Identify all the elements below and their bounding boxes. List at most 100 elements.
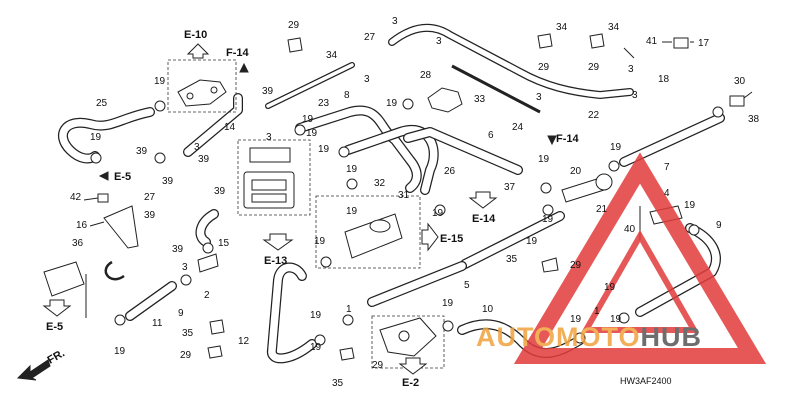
arrow-down-f14-right: [547, 135, 557, 146]
ref-e10: E-10: [184, 29, 207, 41]
part-label: 19: [114, 346, 126, 357]
part-label: 34: [556, 22, 568, 33]
part-label: 33: [474, 94, 486, 105]
part-label: 3: [266, 132, 272, 143]
part-label: 29: [180, 350, 192, 361]
part-label: 2: [204, 290, 210, 301]
part-label: 36: [72, 238, 84, 249]
ref-f14-top: F-14: [226, 47, 250, 59]
part-label: 8: [344, 90, 350, 101]
part-label: 9: [178, 308, 184, 319]
part-label: 39: [162, 176, 174, 187]
part-label: 19: [318, 144, 330, 155]
ref-e5-left: E-5: [114, 171, 131, 183]
part-label: 1: [346, 304, 352, 315]
part-label: 42: [70, 192, 82, 203]
part-labels: 29 3 27 34 3 3 34 34 41 17 29 29 3 18 30…: [70, 16, 760, 389]
part-label: 35: [506, 254, 518, 265]
part-label: 15: [218, 238, 230, 249]
part-label: 40: [624, 224, 636, 235]
part-label: 20: [570, 166, 582, 177]
part-label: 19: [346, 206, 358, 217]
part-label: 3: [392, 16, 398, 27]
arrow-down-e5: [42, 299, 72, 317]
part-label: 3: [628, 64, 634, 75]
part-label: 14: [224, 122, 236, 133]
part-label: 29: [570, 260, 582, 271]
bracket-16: [103, 205, 139, 249]
part-label: 19: [604, 282, 616, 293]
part-label: 39: [262, 86, 274, 97]
hoses: [58, 23, 725, 364]
bolt-17: [673, 37, 689, 49]
part-label: 17: [698, 38, 710, 49]
part-label: 19: [306, 128, 318, 139]
part-label: 35: [332, 378, 344, 389]
part-label: 39: [136, 146, 148, 157]
arrow-up-e10: [186, 43, 210, 59]
watermark-text-left: AUTOMOTO: [476, 322, 641, 352]
ref-e13: E-13: [264, 255, 287, 267]
part-label: 32: [374, 178, 386, 189]
part-label: 39: [214, 186, 226, 197]
part-label: 41: [646, 36, 658, 47]
part-label: 18: [658, 74, 670, 85]
part-label: 1: [594, 306, 600, 317]
diagram-code: HW3AF2400: [620, 376, 672, 386]
components: [43, 33, 753, 369]
part-label: 30: [734, 76, 746, 87]
part-label: 19: [386, 98, 398, 109]
arrow-down-e13: [262, 233, 294, 251]
elbow-fitting-28: [427, 87, 463, 113]
part-label: 3: [194, 142, 200, 153]
reference-labels: E-10 F-14 E-5 E-13 E-5 F-14 E-14 E-15 E-…: [46, 29, 672, 389]
part-label: 19: [314, 236, 326, 247]
connector-e5: [43, 261, 85, 297]
part-label: 37: [504, 182, 516, 193]
part-label: 19: [442, 298, 454, 309]
part-label: 26: [444, 166, 456, 177]
tee-fitting-2: [197, 253, 219, 273]
part-label: 28: [420, 70, 432, 81]
part-label: 34: [608, 22, 620, 33]
part-label: 4: [664, 188, 670, 199]
part-label: 6: [488, 130, 494, 141]
part-label: 11: [152, 318, 163, 329]
part-label: 3: [436, 36, 442, 47]
part-label: 19: [432, 208, 444, 219]
part-label: 34: [326, 50, 338, 61]
svg-text:AUTOMOTOHUB: AUTOMOTOHUB: [476, 322, 702, 352]
part-label: 23: [318, 98, 330, 109]
reference-arrows: [16, 43, 557, 381]
ref-e15: E-15: [440, 233, 463, 245]
part-label: 19: [610, 314, 622, 325]
part-label: 19: [570, 314, 582, 325]
part-label: 24: [512, 122, 524, 133]
ref-e5-bottom: E-5: [46, 321, 63, 333]
part-label: 22: [588, 110, 600, 121]
part-label: 39: [198, 154, 210, 165]
ref-f14-right: F-14: [556, 133, 580, 145]
part-label: 29: [588, 62, 600, 73]
arrow-right-e15: [421, 222, 439, 252]
part-label: 19: [302, 114, 314, 125]
part-label: 7: [664, 162, 670, 173]
arrow-up-f14-top: [239, 62, 249, 73]
ref-e14: E-14: [472, 213, 496, 225]
part-label: 29: [372, 360, 384, 371]
ref-e2: E-2: [402, 377, 419, 389]
front-label: FR.: [46, 347, 67, 366]
front-arrow-icon: [16, 359, 51, 381]
bolt-30: [729, 95, 745, 107]
part-label: 3: [632, 90, 638, 101]
watermark-text-right: HUB: [641, 322, 703, 352]
part-label: 19: [526, 236, 538, 247]
valve-assembly-top: [177, 79, 227, 107]
part-label: 16: [76, 220, 88, 231]
watermark: AUTOMOTOHUB: [476, 152, 767, 364]
part-label: 19: [154, 76, 166, 87]
part-label: 19: [310, 342, 322, 353]
part-label: 29: [538, 62, 550, 73]
watermark-triangle-icon: [513, 152, 767, 364]
